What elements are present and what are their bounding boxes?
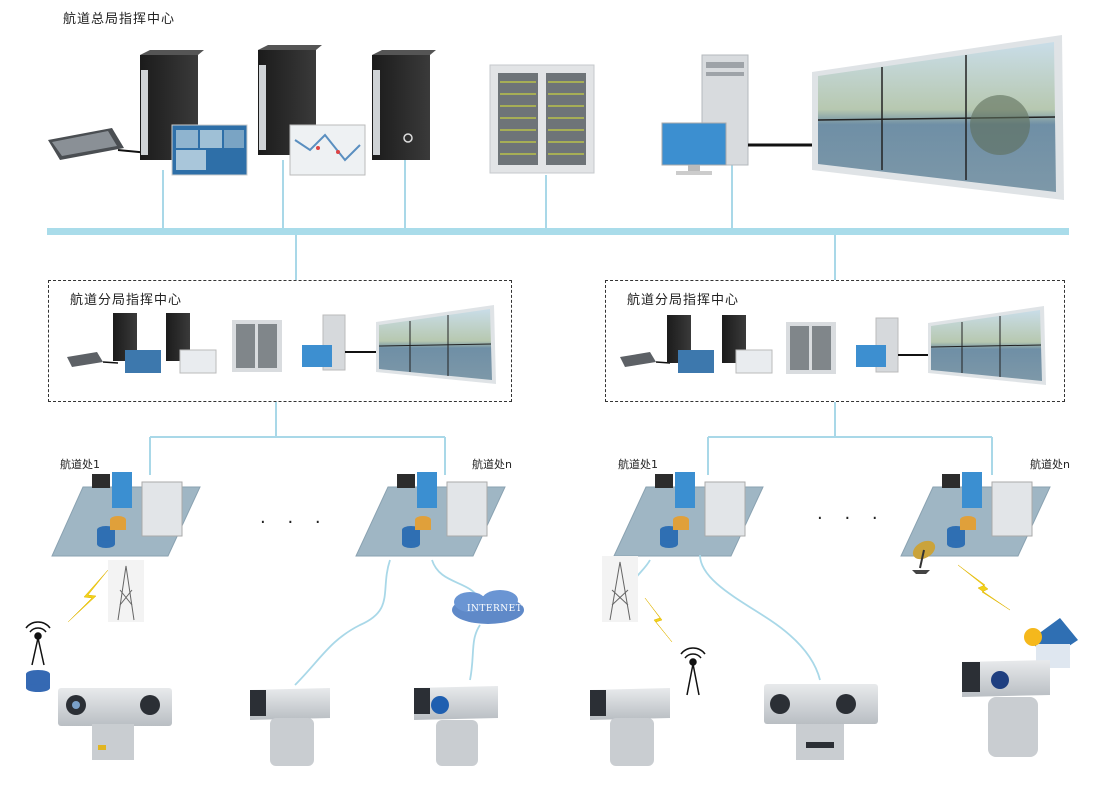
office-1-right-label: 航道处1: [618, 458, 658, 471]
hq-title: 航道总局指挥中心: [63, 12, 176, 27]
office-1-left-label: 航道处1: [60, 458, 100, 471]
internet-cloud-label: INTERNET: [467, 604, 523, 614]
hq-storage-array-icon: [489, 64, 595, 174]
lattice-tower-left-icon: [108, 560, 144, 622]
hq-monitor-1-icon: [171, 124, 248, 176]
office-equipment-3: [655, 472, 746, 548]
branch-center-left-title: 航道分局指挥中心: [70, 293, 183, 308]
ptz-camera-4-icon: [590, 688, 670, 766]
hq-connectors: [162, 160, 836, 280]
database-stack-left-icon: [26, 670, 50, 692]
branch-center-right-title: 航道分局指挥中心: [627, 293, 740, 308]
office-n-right-label: 航道处n: [1030, 458, 1070, 471]
internet-cloud-icon: [452, 590, 524, 624]
office-equipment-2: [397, 472, 488, 548]
wireless-link-icons: [67, 564, 1011, 643]
branch-left-equipment: [67, 305, 496, 384]
ptz-camera-3-icon: [414, 686, 498, 766]
office-platforms: [51, 486, 1051, 557]
office-n-left-label: 航道处n: [472, 458, 512, 471]
ptz-camera-2-icon: [250, 688, 330, 766]
ptz-camera-5-icon: [764, 684, 878, 760]
branch-center-left-box: [48, 280, 512, 402]
hq-server-tower-2-icon: [258, 45, 322, 155]
ptz-camera-6-icon: [962, 660, 1050, 757]
lattice-tower-right-icon: [602, 556, 638, 622]
branch-center-right-box: [605, 280, 1065, 402]
satellite-dish-icon: [912, 540, 936, 574]
hq-map-monitor-icon: [289, 124, 366, 176]
ptz-camera-1-icon: [58, 688, 172, 760]
hq-server-tower-3-icon: [372, 50, 436, 160]
hq-desktop-pc-icon: [661, 54, 749, 175]
antenna-tower-left-icon: [25, 621, 51, 666]
office-equipment-4: [942, 472, 1033, 548]
branch-right-equipment: [620, 306, 1046, 385]
hq-video-wall-icon: [812, 35, 1064, 200]
antenna-tower-right-icon: [680, 647, 706, 696]
hq-backbone-bus: [47, 228, 1069, 235]
wired-links: [294, 554, 821, 686]
office-ellipsis-right: · · ·: [817, 508, 886, 529]
office-ellipsis-left: · · ·: [260, 512, 329, 533]
office-equipment-1: [92, 472, 183, 548]
branch-office-connectors: [149, 402, 993, 475]
